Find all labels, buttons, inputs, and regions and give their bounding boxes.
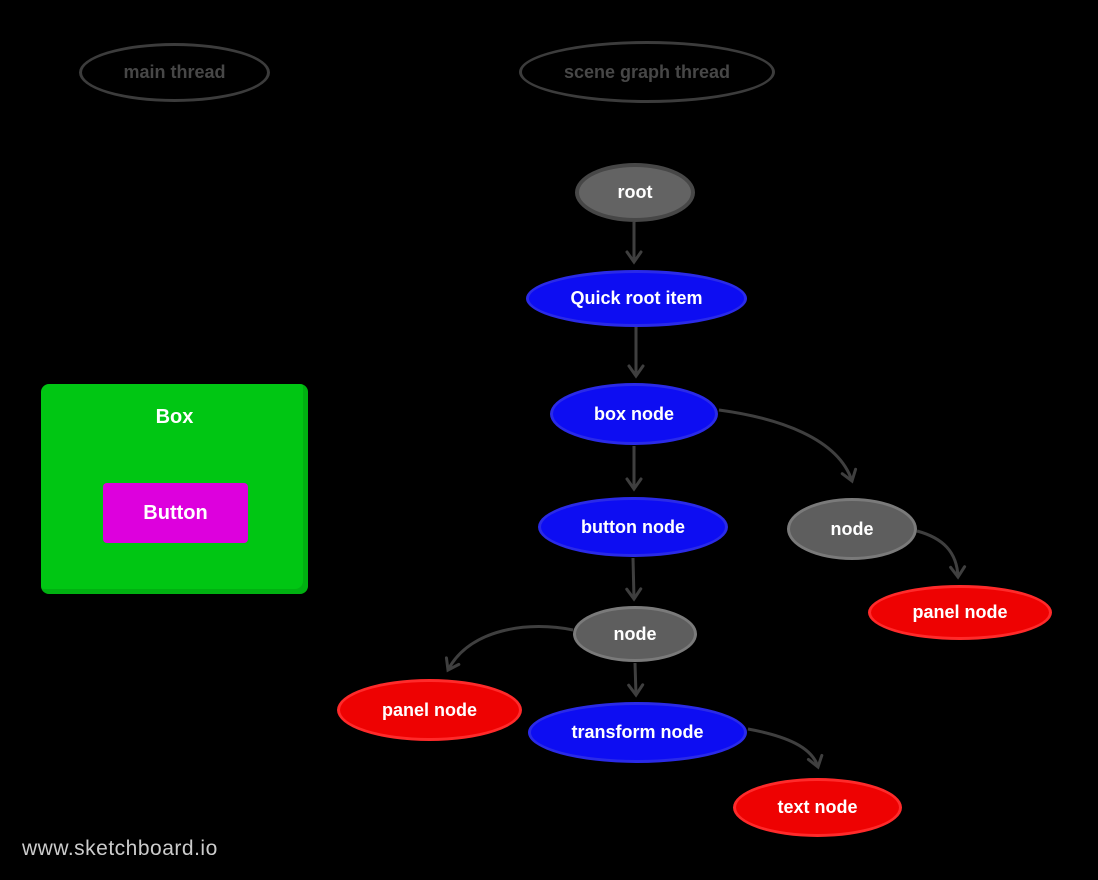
node-button-node-label: button node <box>581 516 685 537</box>
edge-button-node-to-node[interactable] <box>625 557 643 602</box>
box-shape[interactable]: Box <box>41 384 308 594</box>
node-box-node[interactable]: box node <box>550 383 718 445</box>
node-panel-node-right[interactable]: panel node <box>868 585 1052 640</box>
node-panel-node-left-label: panel node <box>381 699 477 720</box>
node-quick-root-item[interactable]: Quick root item <box>526 270 747 327</box>
scene-graph-thread-ellipse[interactable]: scene graph thread <box>519 41 775 103</box>
main-thread-ellipse[interactable]: main thread <box>79 43 270 102</box>
node-transform-node[interactable]: transform node <box>528 702 747 763</box>
node-text-node[interactable]: text node <box>733 778 902 837</box>
node-mid-label: node <box>613 623 657 644</box>
edge-node-to-transform-node[interactable] <box>627 662 645 698</box>
button-shape[interactable]: Button <box>103 483 248 543</box>
node-right[interactable]: node <box>787 498 917 560</box>
node-right-label: node <box>830 518 874 539</box>
main-thread-label: main thread <box>123 62 226 82</box>
edge-node-to-panel-node-left[interactable] <box>444 625 574 673</box>
node-transform-node-label: transform node <box>571 722 704 742</box>
node-text-node-label: text node <box>777 797 858 817</box>
node-quick-root-item-label: Quick root item <box>570 288 703 308</box>
node-panel-node-left[interactable]: panel node <box>337 679 522 741</box>
edge-node-right-to-panel-node-right[interactable] <box>916 529 967 580</box>
edge-box-node-to-node-right[interactable] <box>718 408 858 484</box>
sketchboard-watermark: www.sketchboard.io <box>22 837 218 860</box>
scene-graph-thread-label: scene graph thread <box>563 61 731 82</box>
node-root-label: root <box>617 182 653 202</box>
edge-transform-node-to-text-node[interactable] <box>747 727 824 770</box>
box-label: Box <box>155 406 194 428</box>
node-mid[interactable]: node <box>573 606 697 662</box>
node-button-node[interactable]: button node <box>538 497 728 557</box>
button-label: Button <box>143 501 208 524</box>
node-root[interactable]: root <box>575 163 695 222</box>
node-box-node-label: box node <box>594 403 674 424</box>
node-panel-node-right-label: panel node <box>912 602 1008 622</box>
